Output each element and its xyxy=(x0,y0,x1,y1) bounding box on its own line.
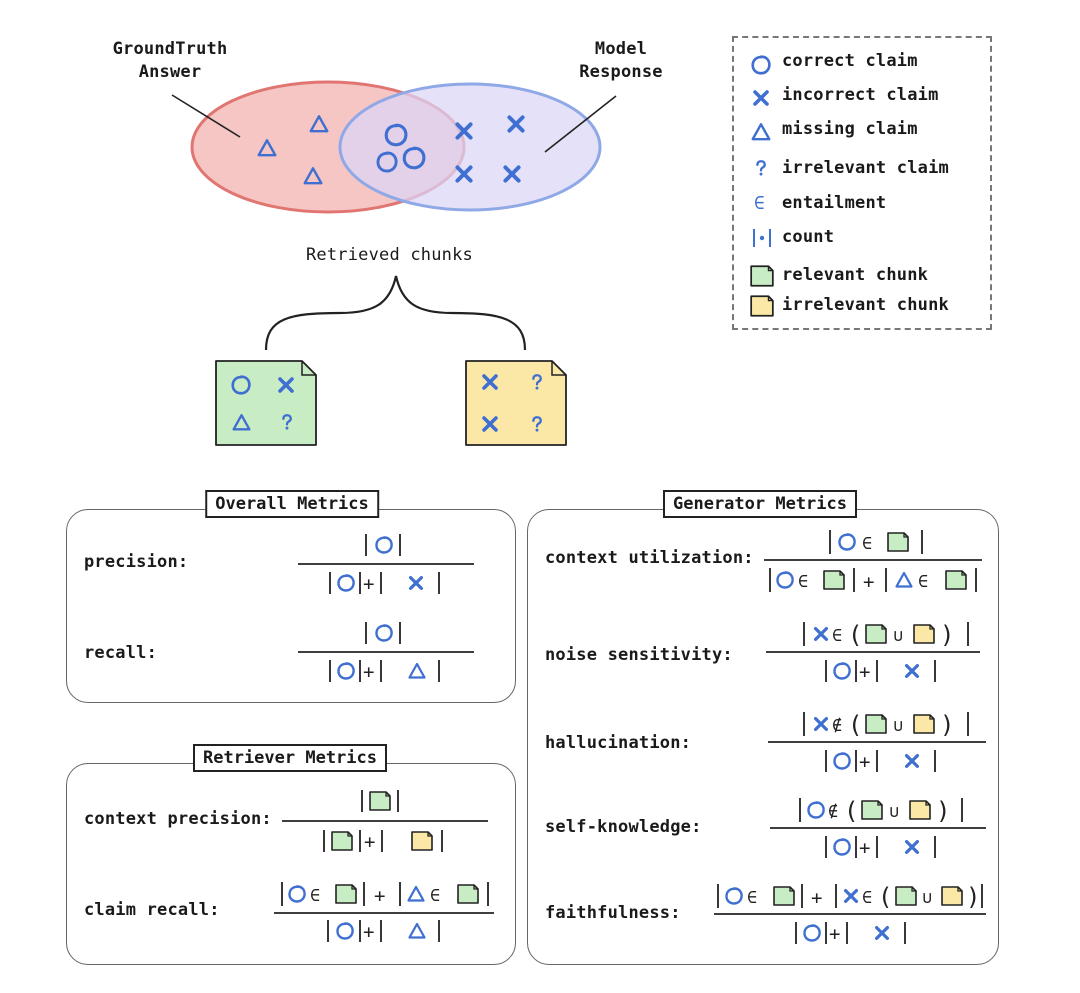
svg-text:): ) xyxy=(940,621,954,649)
svg-text:+: + xyxy=(863,571,874,593)
legend-relevant-chunk: relevant chunk xyxy=(782,265,929,285)
yellow-chunk-icon xyxy=(750,295,774,317)
legend-box: correct claim incorrect claim missing cl… xyxy=(732,36,992,330)
svg-text:+: + xyxy=(859,661,870,683)
self-knowledge-formula: ∉ ( ∪ ) + xyxy=(770,797,986,859)
generator-metrics-title: Generator Metrics xyxy=(663,490,857,518)
precision-label: precision: xyxy=(84,552,189,572)
overall-metrics-panel xyxy=(66,509,516,703)
model-response-ellipse xyxy=(338,82,602,212)
precision-formula: + xyxy=(298,534,474,595)
svg-text:∈: ∈ xyxy=(862,888,872,908)
claim-recall-label: claim recall: xyxy=(84,900,220,920)
claim-recall-formula: ∈ + ∈ + xyxy=(274,882,494,943)
generator-metrics-panel xyxy=(527,509,999,965)
ground-truth-label-line: Answer xyxy=(138,62,202,82)
svg-text:): ) xyxy=(966,883,980,911)
svg-text:∈: ∈ xyxy=(754,193,765,214)
svg-text:∈: ∈ xyxy=(430,886,440,906)
recall-label: recall: xyxy=(84,643,158,663)
svg-text:+: + xyxy=(859,837,870,859)
chunks-brace xyxy=(264,275,527,351)
triangle-icon xyxy=(751,123,771,141)
model-response-pointer xyxy=(544,95,617,153)
svg-text:): ) xyxy=(940,711,954,739)
legend-entailment: entailment xyxy=(782,193,887,213)
svg-text:): ) xyxy=(936,797,950,825)
retrieved-chunks-illustration xyxy=(215,275,567,446)
model-response-label: Model Response xyxy=(566,38,676,84)
svg-text:+: + xyxy=(859,751,870,773)
svg-text:+: + xyxy=(363,573,374,595)
faithfulness-formula: ∈ + ∈ ( ∪ ) + xyxy=(714,883,986,945)
svg-text:+: + xyxy=(364,831,375,853)
context-utilization-label: context utilization: xyxy=(545,548,754,568)
faithfulness-label: faithfulness: xyxy=(545,903,681,923)
green-chunk-icon xyxy=(750,265,774,287)
svg-text:(: ( xyxy=(878,883,892,911)
relevant-chunk-note xyxy=(215,360,317,446)
svg-text:∉: ∉ xyxy=(828,802,838,822)
svg-text:+: + xyxy=(363,921,374,943)
hallucination-label: hallucination: xyxy=(545,733,692,753)
legend-count: count xyxy=(782,227,835,247)
legend-incorrect-claim: incorrect claim xyxy=(782,85,939,105)
legend-irrelevant-claim: irrelevant claim xyxy=(782,158,949,178)
noise-sensitivity-label: noise sensitivity: xyxy=(545,645,733,665)
retriever-metrics-panel xyxy=(66,763,516,965)
count-icon xyxy=(753,229,771,247)
svg-text:+: + xyxy=(829,923,840,945)
svg-text:(: ( xyxy=(844,797,858,825)
legend-missing-claim: missing claim xyxy=(782,119,918,139)
context-precision-label: context precision: xyxy=(84,809,272,829)
svg-text:∈: ∈ xyxy=(798,572,808,592)
svg-text:∈: ∈ xyxy=(747,888,757,908)
svg-text:∪: ∪ xyxy=(893,716,903,736)
overall-metrics-title: Overall Metrics xyxy=(205,490,379,518)
ground-truth-pointer xyxy=(171,94,241,138)
svg-text:∈: ∈ xyxy=(918,572,928,592)
svg-text:+: + xyxy=(374,885,385,907)
model-response-label-line: Response xyxy=(579,62,663,82)
svg-text:∪: ∪ xyxy=(922,888,932,908)
element-of-icon: ∈ xyxy=(754,193,765,214)
retriever-metrics-title: Retriever Metrics xyxy=(193,744,387,772)
svg-text:∈: ∈ xyxy=(832,626,842,646)
circle-icon xyxy=(751,55,771,75)
legend-irrelevant-chunk: irrelevant chunk xyxy=(782,295,949,315)
context-precision-formula: + xyxy=(282,790,488,853)
legend-correct-claim: correct claim xyxy=(782,51,918,71)
hallucination-formula: ∉ ( ∪ ) + xyxy=(768,711,986,773)
self-knowledge-label: self-knowledge: xyxy=(545,817,702,837)
retrieved-chunks-title: Retrieved chunks xyxy=(306,245,473,265)
venn-diagram xyxy=(171,80,617,214)
ground-truth-label: GroundTruth Answer xyxy=(106,38,234,84)
svg-text:∪: ∪ xyxy=(889,802,899,822)
svg-text:+: + xyxy=(363,661,374,683)
irrelevant-chunk-note xyxy=(465,360,567,446)
question-icon xyxy=(756,159,767,177)
svg-text:∈: ∈ xyxy=(862,534,872,554)
recall-formula: + xyxy=(298,622,474,683)
noise-sensitivity-formula: ∈ ( ∪ ) + xyxy=(766,621,980,683)
svg-text:(: ( xyxy=(848,621,862,649)
svg-text:∪: ∪ xyxy=(893,626,903,646)
ground-truth-label-line: GroundTruth xyxy=(112,39,228,59)
svg-text:(: ( xyxy=(848,711,862,739)
svg-text:+: + xyxy=(811,887,822,909)
cross-icon xyxy=(753,90,769,106)
svg-text:∈: ∈ xyxy=(310,886,320,906)
svg-text:∉: ∉ xyxy=(832,716,842,736)
model-response-label-line: Model xyxy=(594,39,648,59)
context-utilization-formula: ∈ ∈ + ∈ xyxy=(764,530,982,593)
